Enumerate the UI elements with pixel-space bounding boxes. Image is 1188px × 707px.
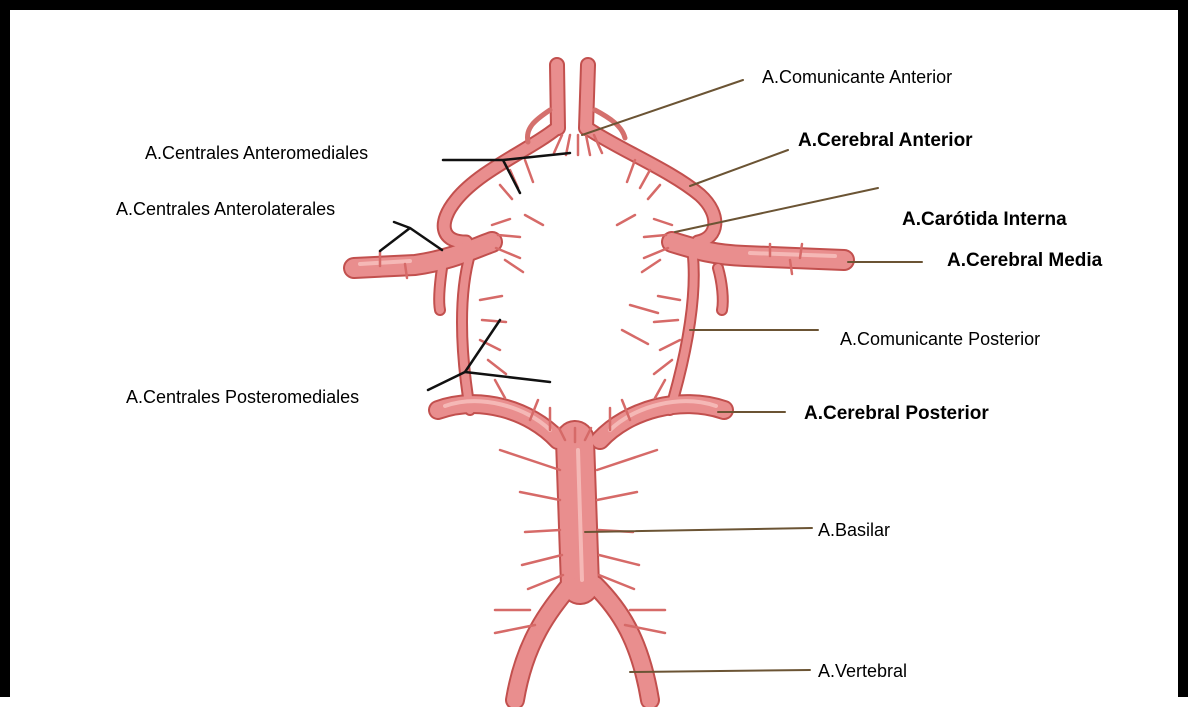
label-basilar: A.Basilar [818, 521, 890, 539]
label-centrales-posteromediales: A.Centrales Posteromediales [126, 388, 359, 406]
label-cerebral-posterior: A.Cerebral Posterior [804, 404, 989, 423]
label-cerebral-anterior: A.Cerebral Anterior [798, 131, 973, 150]
leader-cerebral-anterior [690, 150, 788, 186]
label-vertebral: A.Vertebral [818, 662, 907, 680]
circle-of-willis-illustration [10, 10, 1188, 707]
label-comunicante-anterior: A.Comunicante Anterior [762, 68, 952, 86]
label-centrales-anterolaterales: A.Centrales Anterolaterales [116, 200, 335, 218]
leader-centrales-posteromediales [428, 320, 550, 390]
label-cerebral-media: A.Cerebral Media [947, 251, 1102, 270]
label-carotida-interna: A.Carótida Interna [902, 210, 1067, 229]
leader-centrales-anterolaterales [380, 222, 442, 251]
leader-comunicante-anterior [582, 80, 743, 135]
leader-vertebral [630, 670, 810, 672]
label-comunicante-posterior: A.Comunicante Posterior [840, 330, 1040, 348]
label-centrales-anteromediales: A.Centrales Anteromediales [145, 144, 368, 162]
